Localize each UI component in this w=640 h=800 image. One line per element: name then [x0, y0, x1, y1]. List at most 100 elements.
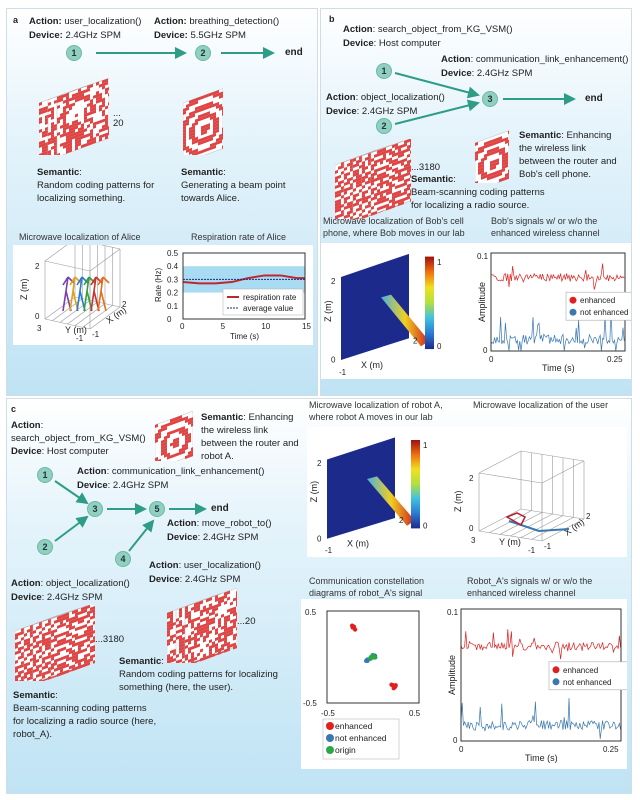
tick-label: 0: [453, 736, 458, 745]
panel-letter: a: [13, 15, 19, 25]
step2-device: Device: 5.5GHz SPM: [154, 29, 246, 42]
semantic-text: Random coding patterns for: [37, 180, 155, 191]
action-value: user_localization(): [183, 560, 261, 571]
tick-label: enhanced: [563, 666, 598, 675]
series-not-enhanced: [490, 309, 625, 352]
step1-action: Action:search_object_from_KG_VSM(): [11, 420, 146, 444]
series-not-enhanced: [460, 698, 621, 739]
action-value: breathing_detection(): [189, 16, 280, 27]
device-label: Device: [11, 446, 42, 457]
tick-label: 5: [221, 322, 226, 331]
coding-pattern: [50, 602, 96, 678]
series-respiration-rate: [182, 274, 305, 285]
tick-label: 15: [302, 322, 311, 331]
action-value: communication_link_enhancement(): [475, 54, 629, 65]
legend-marker: [326, 722, 334, 730]
axis-line: [89, 306, 121, 330]
semantic-text: robot A.: [201, 451, 234, 462]
device-label: Device: [326, 106, 357, 117]
axis-label: Z (m): [453, 491, 463, 513]
action-value: object_localization(): [45, 578, 130, 589]
semantic-text: : Enhancing: [243, 412, 294, 423]
tick-label: 0.4: [167, 262, 179, 271]
step1-device: Device: 2.4GHz SPM: [29, 29, 121, 42]
axis-line: [82, 305, 113, 328]
semantic-text: Random coding patterns for localizing: [119, 669, 278, 680]
arrow-1-3: [54, 480, 89, 505]
tick-label: -1: [528, 546, 536, 555]
skeleton-figure: [62, 276, 75, 312]
plot-title-line: Robot_A's signals w/ or w/o the: [467, 576, 593, 586]
device-value: 2.4GHz SPM: [202, 532, 259, 543]
device-label: Device: [343, 38, 374, 49]
data-point: [391, 685, 396, 691]
axis-label: Y (m): [499, 537, 521, 547]
step1-device: Device: Host computer: [343, 38, 441, 49]
axis-label: X (m): [562, 517, 586, 538]
coding-pattern: [56, 77, 111, 158]
tick-label: enhanced: [580, 296, 615, 305]
node-2: 2: [195, 45, 211, 61]
pattern-count: ...3180: [411, 162, 441, 173]
semantic-text: something (here, the user).: [119, 682, 234, 693]
action-value: user_localization(): [64, 16, 142, 27]
legend-marker: [326, 734, 334, 742]
tick-label: enhanced: [335, 721, 373, 731]
axis-label: X (m): [347, 539, 369, 549]
device-label: Device: [441, 68, 472, 79]
arrow-2-3: [394, 99, 480, 125]
axis-label: Time (s): [230, 332, 259, 341]
tick-label: not enhanced: [580, 308, 629, 317]
plot-title-line: phone, where Bob moves in our lab: [323, 228, 465, 238]
axis-label: X (m): [104, 305, 128, 326]
action-label: Action:: [29, 16, 62, 27]
end-label: end: [285, 47, 303, 58]
step1-action: Action: user_localization(): [29, 15, 141, 28]
semantic-text: for localizing a radio source.: [411, 200, 530, 211]
axis-line: [531, 517, 574, 540]
skeleton-figure: [69, 276, 82, 312]
beam-pattern: [182, 77, 225, 164]
step2-action: Action: object_localization(): [11, 578, 130, 589]
axis-line: [67, 301, 98, 325]
device-value: Host computer: [46, 446, 109, 457]
device-value: 2.4GHz SPM: [476, 68, 533, 79]
node-2: 2: [376, 118, 392, 134]
pattern-count: ...3180: [95, 634, 125, 645]
tick-label: 1: [437, 258, 442, 267]
step5-action: Action: move_robot_to(): [167, 518, 272, 529]
random-pattern-stack: [38, 77, 111, 164]
semantic-label: Semantic: [181, 167, 224, 178]
legend: [222, 288, 304, 316]
axis-label: Time (s): [525, 753, 558, 763]
semantic-text: between the router and: [201, 438, 299, 449]
tick-label: 1: [423, 441, 428, 450]
step3-action: Action: communication_link_enhancement(): [441, 54, 629, 65]
semantic-random: Semantic:Random coding patterns for loca…: [119, 656, 278, 693]
node-2: 2: [37, 539, 53, 555]
action-label: Action: [149, 560, 179, 571]
axis-line: [44, 260, 91, 272]
plot-title: Microwave localization of the user: [473, 400, 609, 410]
end-label: end: [211, 503, 229, 514]
beam-pattern: [474, 117, 511, 192]
tick-label: 0: [317, 534, 322, 543]
device-value: 5.5GHz SPM: [190, 30, 246, 41]
legend-marker: [569, 308, 577, 316]
panel-letter: b: [329, 14, 335, 24]
semantic-text: robot_A).: [13, 729, 53, 740]
arrow-4-5: [128, 519, 155, 552]
semantic-label: Semantic: [411, 174, 454, 185]
axis-line: [44, 296, 76, 320]
tick-label: 0.3: [167, 275, 179, 284]
